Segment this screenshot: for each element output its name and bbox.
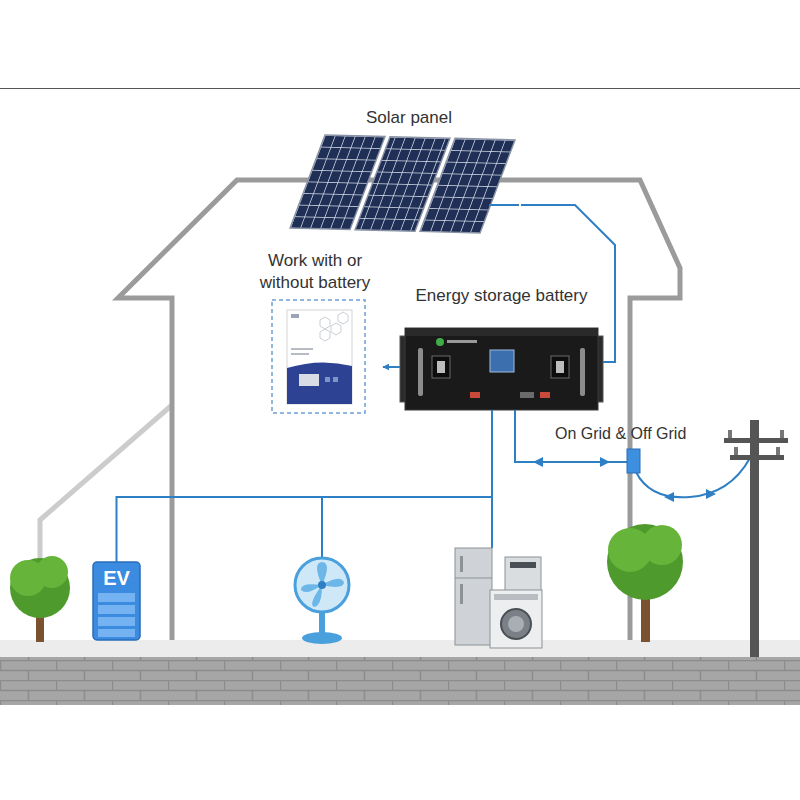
utility-pole-part bbox=[724, 438, 788, 443]
utility-pole-part bbox=[730, 455, 784, 460]
appliances-part bbox=[510, 562, 536, 568]
utility-pole-part bbox=[728, 430, 732, 438]
meter bbox=[627, 449, 640, 473]
inverter-part bbox=[333, 377, 338, 382]
appliances-part bbox=[455, 548, 492, 645]
power-line bbox=[521, 205, 615, 362]
inverter-part bbox=[299, 374, 319, 386]
inverter-part bbox=[272, 300, 365, 413]
node-body bbox=[90, 591, 143, 640]
battery-rack-part bbox=[447, 340, 477, 343]
battery-rack bbox=[400, 328, 603, 410]
battery-rack-part bbox=[436, 338, 444, 346]
tree-part bbox=[642, 525, 682, 565]
grid-wiring-part bbox=[533, 457, 716, 502]
appliances-part bbox=[455, 578, 492, 579]
battery-rack-part bbox=[540, 392, 550, 398]
utility-pole-part bbox=[780, 430, 784, 438]
inverter-part bbox=[287, 310, 352, 404]
appliances-part bbox=[490, 590, 542, 648]
inverter-part bbox=[291, 348, 313, 350]
utility-pole-part bbox=[734, 447, 738, 455]
appliances-part bbox=[460, 556, 463, 572]
battery-rack-part bbox=[520, 392, 534, 398]
annotation-label: On Grid & Off Grid bbox=[555, 424, 686, 444]
solar-panel-part bbox=[489, 204, 519, 206]
appliances bbox=[455, 548, 542, 648]
meter-part bbox=[627, 449, 640, 473]
ev-charger-part bbox=[98, 617, 135, 626]
solar-panel-part bbox=[290, 135, 515, 233]
node-heading: Energy storage battery bbox=[400, 286, 603, 306]
solar-panel-part-part bbox=[420, 138, 515, 233]
power-line bbox=[383, 366, 400, 368]
inverter-part bbox=[325, 377, 330, 382]
ev-node: EV bbox=[90, 562, 143, 640]
inverter-part bbox=[287, 362, 352, 404]
battery-node: Energy storage battery bbox=[400, 286, 603, 410]
grid-wiring bbox=[515, 410, 750, 502]
inverter bbox=[272, 300, 365, 413]
node-heading: Work with or without battery bbox=[247, 250, 383, 294]
house-outline bbox=[40, 180, 680, 640]
tree-part bbox=[36, 556, 68, 588]
battery-rack-part bbox=[580, 348, 585, 396]
battery-rack-part bbox=[405, 328, 598, 410]
utility-pole-part bbox=[776, 447, 780, 455]
solar-panel bbox=[290, 135, 519, 233]
load-wiring-part bbox=[491, 497, 493, 548]
fan-part bbox=[295, 558, 349, 612]
inverter-node: Work with or without battery bbox=[247, 250, 383, 413]
battery-rack-part bbox=[405, 328, 598, 336]
inverter-part bbox=[320, 312, 348, 341]
solar-panel-node: Solar panel bbox=[297, 108, 521, 233]
tree-part bbox=[607, 524, 683, 600]
battery-rack-part bbox=[556, 361, 564, 373]
node-heading: EV bbox=[90, 565, 143, 591]
house-outline-part bbox=[118, 180, 680, 640]
battery-rack-part bbox=[437, 361, 445, 373]
ev-charger-part bbox=[98, 605, 135, 614]
ev-charger-part bbox=[98, 629, 135, 637]
battery-rack-part bbox=[418, 348, 423, 396]
tree bbox=[10, 524, 683, 642]
fan bbox=[295, 558, 349, 644]
load-wiring-part bbox=[321, 497, 323, 557]
battery-rack-part bbox=[490, 350, 514, 372]
top-rule bbox=[0, 88, 800, 89]
ev-charger-part bbox=[98, 593, 135, 602]
fan-part bbox=[319, 610, 325, 638]
node-body bbox=[247, 294, 383, 413]
top-rule-part bbox=[0, 88, 800, 89]
appliances-part bbox=[494, 594, 538, 600]
node-body bbox=[297, 128, 521, 233]
ground-part bbox=[0, 657, 800, 705]
ground-part bbox=[0, 640, 800, 658]
fan-part bbox=[301, 562, 344, 607]
inverter-part bbox=[291, 314, 299, 318]
grid-wiring-part bbox=[636, 458, 750, 497]
battery-rack-part bbox=[432, 356, 450, 378]
utility-pole bbox=[724, 420, 788, 657]
battery-rack-part bbox=[551, 356, 569, 378]
ground bbox=[0, 640, 800, 705]
inverter-part bbox=[291, 353, 309, 355]
power-line bbox=[117, 410, 493, 562]
appliances-part bbox=[501, 609, 531, 639]
appliances-part bbox=[460, 584, 463, 604]
fan-part bbox=[318, 581, 326, 589]
node-body bbox=[400, 306, 603, 410]
battery-rack-part bbox=[470, 392, 480, 398]
appliances-part bbox=[508, 616, 524, 632]
node-heading: Solar panel bbox=[297, 108, 521, 128]
